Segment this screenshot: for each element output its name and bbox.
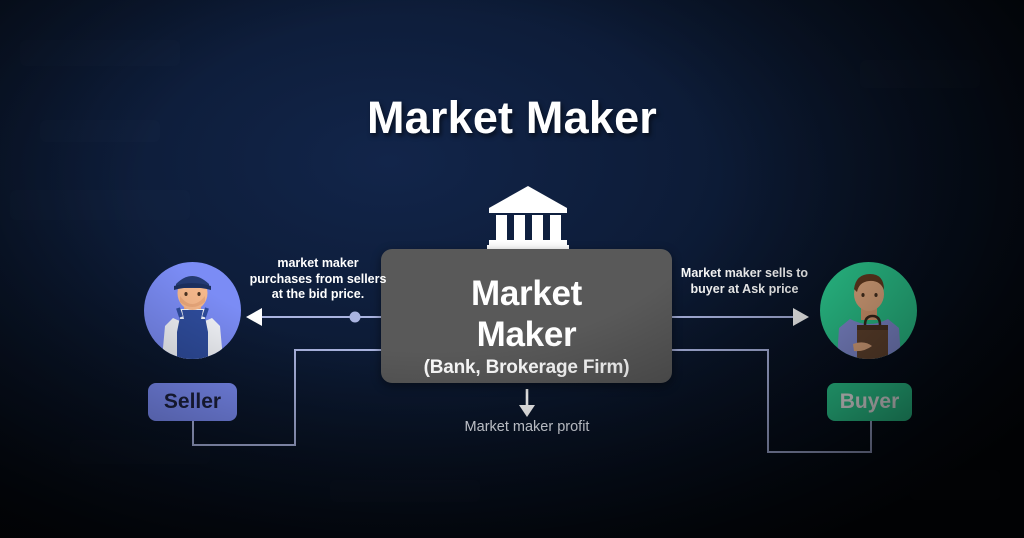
market-maker-subtitle: (Bank, Brokerage Firm) <box>423 357 630 378</box>
profit-label: Market maker profit <box>464 419 590 435</box>
market-maker-title-line1: Market <box>470 274 583 313</box>
left-flow-line1: market maker <box>277 256 359 270</box>
seller-avatar-icon <box>162 276 223 359</box>
left-flow-annotation: market maker purchases from sellers at t… <box>248 256 388 303</box>
buyer-avatar-icon <box>837 274 901 359</box>
right-flow-line2: buyer at Ask price <box>690 281 799 296</box>
seller-label-badge[interactable]: Seller <box>148 383 237 421</box>
buyer-avatar <box>820 262 917 359</box>
market-maker-node: Market Maker (Bank, Brokerage Firm) <box>381 249 672 383</box>
market-maker-title-line2: Maker <box>476 315 577 354</box>
profit-arrow-icon <box>519 389 535 417</box>
left-flow-line2: purchases from sellers <box>249 271 387 286</box>
left-flow-line3: at the bid price. <box>271 287 365 301</box>
right-flow-annotation: Market maker sells to buyer at Ask price <box>672 266 817 297</box>
bank-building-icon <box>487 186 569 250</box>
right-flow-line1: Market maker sells to <box>680 266 809 280</box>
buyer-label-badge[interactable]: Buyer <box>827 383 912 421</box>
seller-avatar <box>144 262 241 359</box>
